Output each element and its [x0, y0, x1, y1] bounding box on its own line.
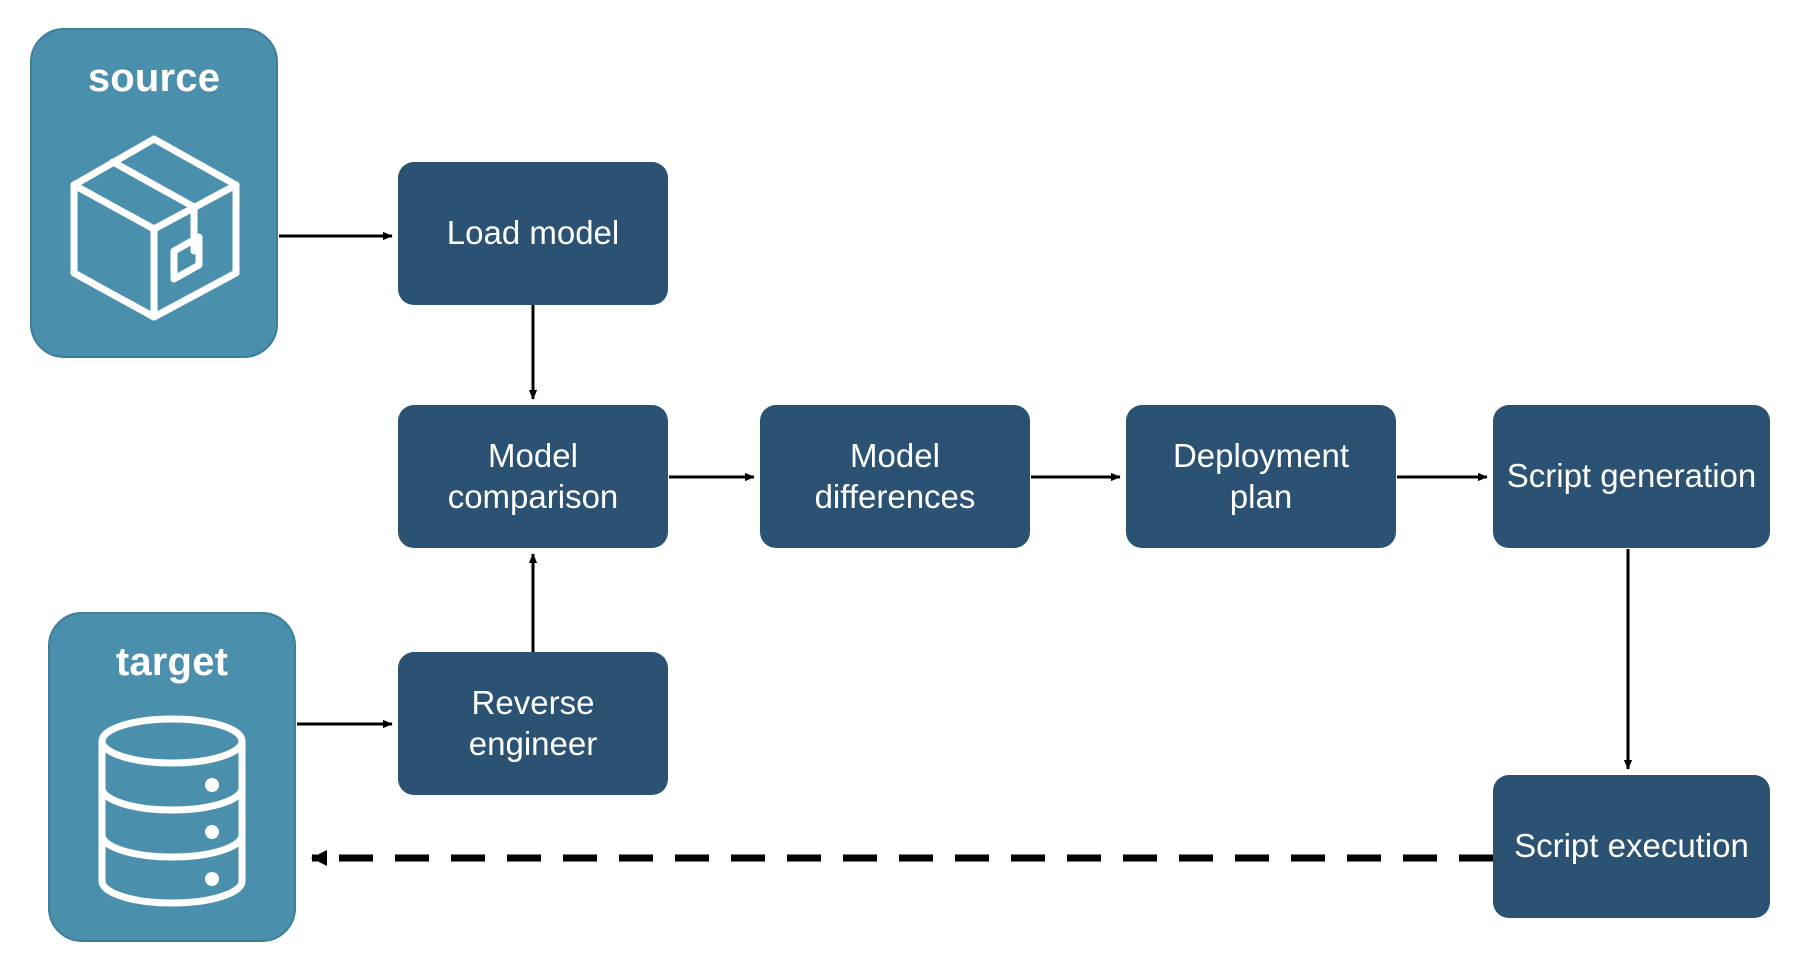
endpoint-source-label: source: [87, 56, 221, 100]
package-box-icon: [32, 98, 276, 356]
endpoint-source[interactable]: source: [30, 28, 278, 358]
node-deployment-plan[interactable]: Deployment plan: [1126, 405, 1396, 548]
endpoint-target[interactable]: target: [48, 612, 296, 942]
endpoint-target-label: target: [115, 640, 229, 684]
node-load-model[interactable]: Load model: [398, 162, 668, 305]
node-model-comparison[interactable]: Model comparison: [398, 405, 668, 548]
node-model-differences[interactable]: Model differences: [760, 405, 1030, 548]
node-reverse-engineer[interactable]: Reverse engineer: [398, 652, 668, 795]
database-cylinder-icon: [50, 682, 294, 940]
node-script-generation[interactable]: Script generation: [1493, 405, 1770, 548]
node-script-execution[interactable]: Script execution: [1493, 775, 1770, 918]
